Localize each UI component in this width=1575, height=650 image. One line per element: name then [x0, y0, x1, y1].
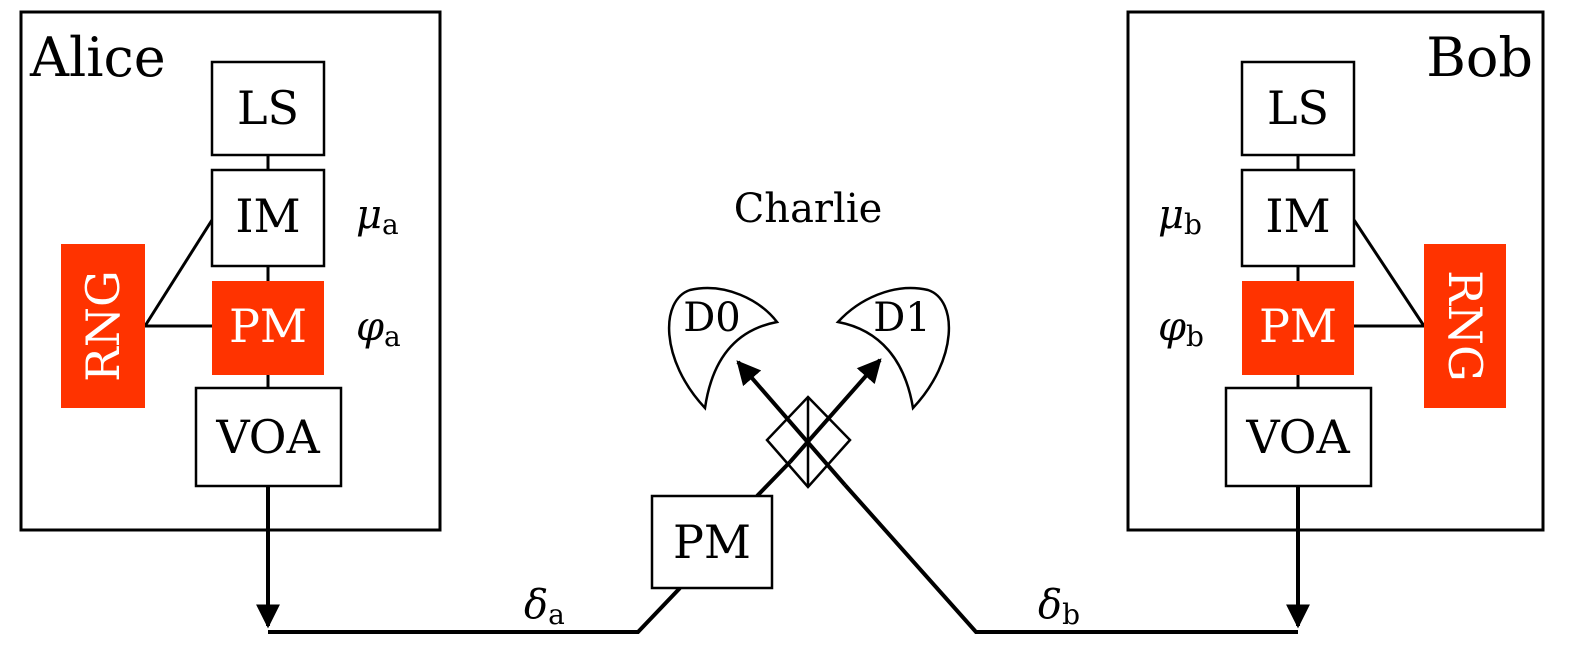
- alice-pm-label: PM: [229, 299, 307, 353]
- bob-box: [1126, 10, 1545, 532]
- bob-station: Bob LS IM PM VOA RNG μb φb: [1126, 10, 1545, 532]
- d0-label: D0: [683, 295, 741, 341]
- charlie-pm: PM: [650, 494, 774, 590]
- pm-to-bs-fiber: [755, 460, 792, 498]
- beam-splitter: [765, 395, 852, 489]
- alice-ls-label: LS: [237, 81, 299, 135]
- alice-im-label: IM: [235, 189, 300, 243]
- detector-d1: D1: [835, 286, 951, 411]
- alice-box: [19, 10, 442, 532]
- alice-station: Alice LS IM PM VOA RNG μa φa: [19, 10, 442, 532]
- bob-rng-label: RNG: [1438, 270, 1492, 382]
- alice-voa: VOA: [194, 386, 343, 488]
- bob-rng: RNG: [1424, 244, 1506, 408]
- quantum-channels: δa δb: [256, 483, 1310, 634]
- bob-mu: μb: [1158, 192, 1202, 241]
- charlie-label: Charlie: [734, 186, 883, 232]
- alice-rng-to-im-wire: [143, 219, 214, 327]
- bob-ls: LS: [1240, 60, 1356, 157]
- bob-pm: PM: [1242, 281, 1354, 375]
- alice-rng-label: RNG: [76, 270, 130, 382]
- charlie-pm-label: PM: [673, 515, 751, 569]
- alice-pm: PM: [212, 281, 324, 375]
- bob-ls-label: LS: [1267, 81, 1329, 135]
- bob-voa: VOA: [1224, 386, 1373, 488]
- alice-label: Alice: [29, 26, 166, 89]
- bob-pm-label: PM: [1259, 299, 1337, 353]
- d1-label: D1: [873, 295, 931, 341]
- alice-phi: φa: [356, 304, 401, 353]
- bob-rng-to-im-wire: [1352, 219, 1426, 327]
- delta-a: δa: [524, 582, 565, 631]
- alice-fiber: [268, 586, 682, 634]
- alice-im: IM: [210, 168, 326, 268]
- alice-ls: LS: [210, 60, 326, 157]
- bob-label: Bob: [1426, 26, 1533, 89]
- bob-im: IM: [1240, 168, 1356, 268]
- bob-voa-label: VOA: [1245, 410, 1350, 464]
- beam-to-d1: [788, 358, 882, 464]
- alice-voa-label: VOA: [215, 410, 320, 464]
- charlie-station: Charlie PM D0 D1: [650, 186, 951, 590]
- bob-im-label: IM: [1265, 189, 1330, 243]
- alice-rng: RNG: [61, 244, 145, 408]
- alice-mu: μa: [356, 192, 399, 241]
- bob-phi: φb: [1158, 304, 1204, 353]
- detector-d0: D0: [667, 286, 780, 411]
- bob-fiber: [843, 483, 1298, 634]
- delta-b: δb: [1038, 582, 1080, 631]
